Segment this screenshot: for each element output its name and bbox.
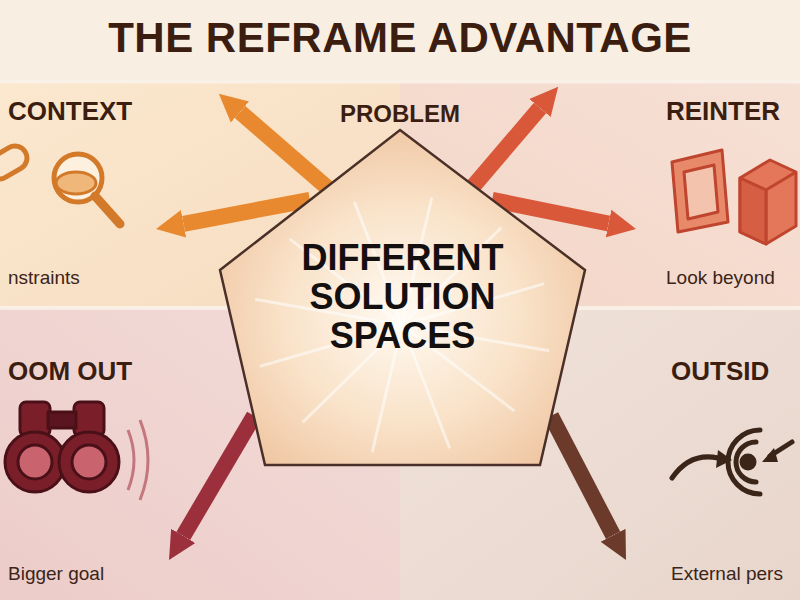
diagram-title: THE REFRAME ADVANTAGE xyxy=(0,14,800,62)
zoom-out-band: OOM OUT Bigger goal xyxy=(0,315,169,600)
panel-heading: OOM OUT xyxy=(8,357,161,387)
outside-band: OUTSID External pers xyxy=(626,315,800,600)
panel-caption: nstraints xyxy=(8,267,148,290)
center-heading: DIFFERENT SOLUTION SPACES xyxy=(288,239,518,356)
solution-pentagon: DIFFERENT SOLUTION SPACES xyxy=(215,125,590,470)
panel-caption: Bigger goal xyxy=(8,563,161,586)
panel-caption: Look beyond xyxy=(666,267,790,290)
panel-heading: REINTER xyxy=(666,97,790,127)
reinterpret-band: REINTER Look beyond xyxy=(636,85,800,300)
panel-caption: External pers xyxy=(671,563,792,586)
outside-arrow xyxy=(551,416,613,535)
problem-label: PROBLEM xyxy=(340,100,460,128)
zoom-out-arrow xyxy=(183,416,254,536)
context-band: CONTEXT nstraints xyxy=(0,85,156,300)
panel-heading: CONTEXT xyxy=(8,97,148,127)
panel-heading: OUTSID xyxy=(671,357,792,387)
